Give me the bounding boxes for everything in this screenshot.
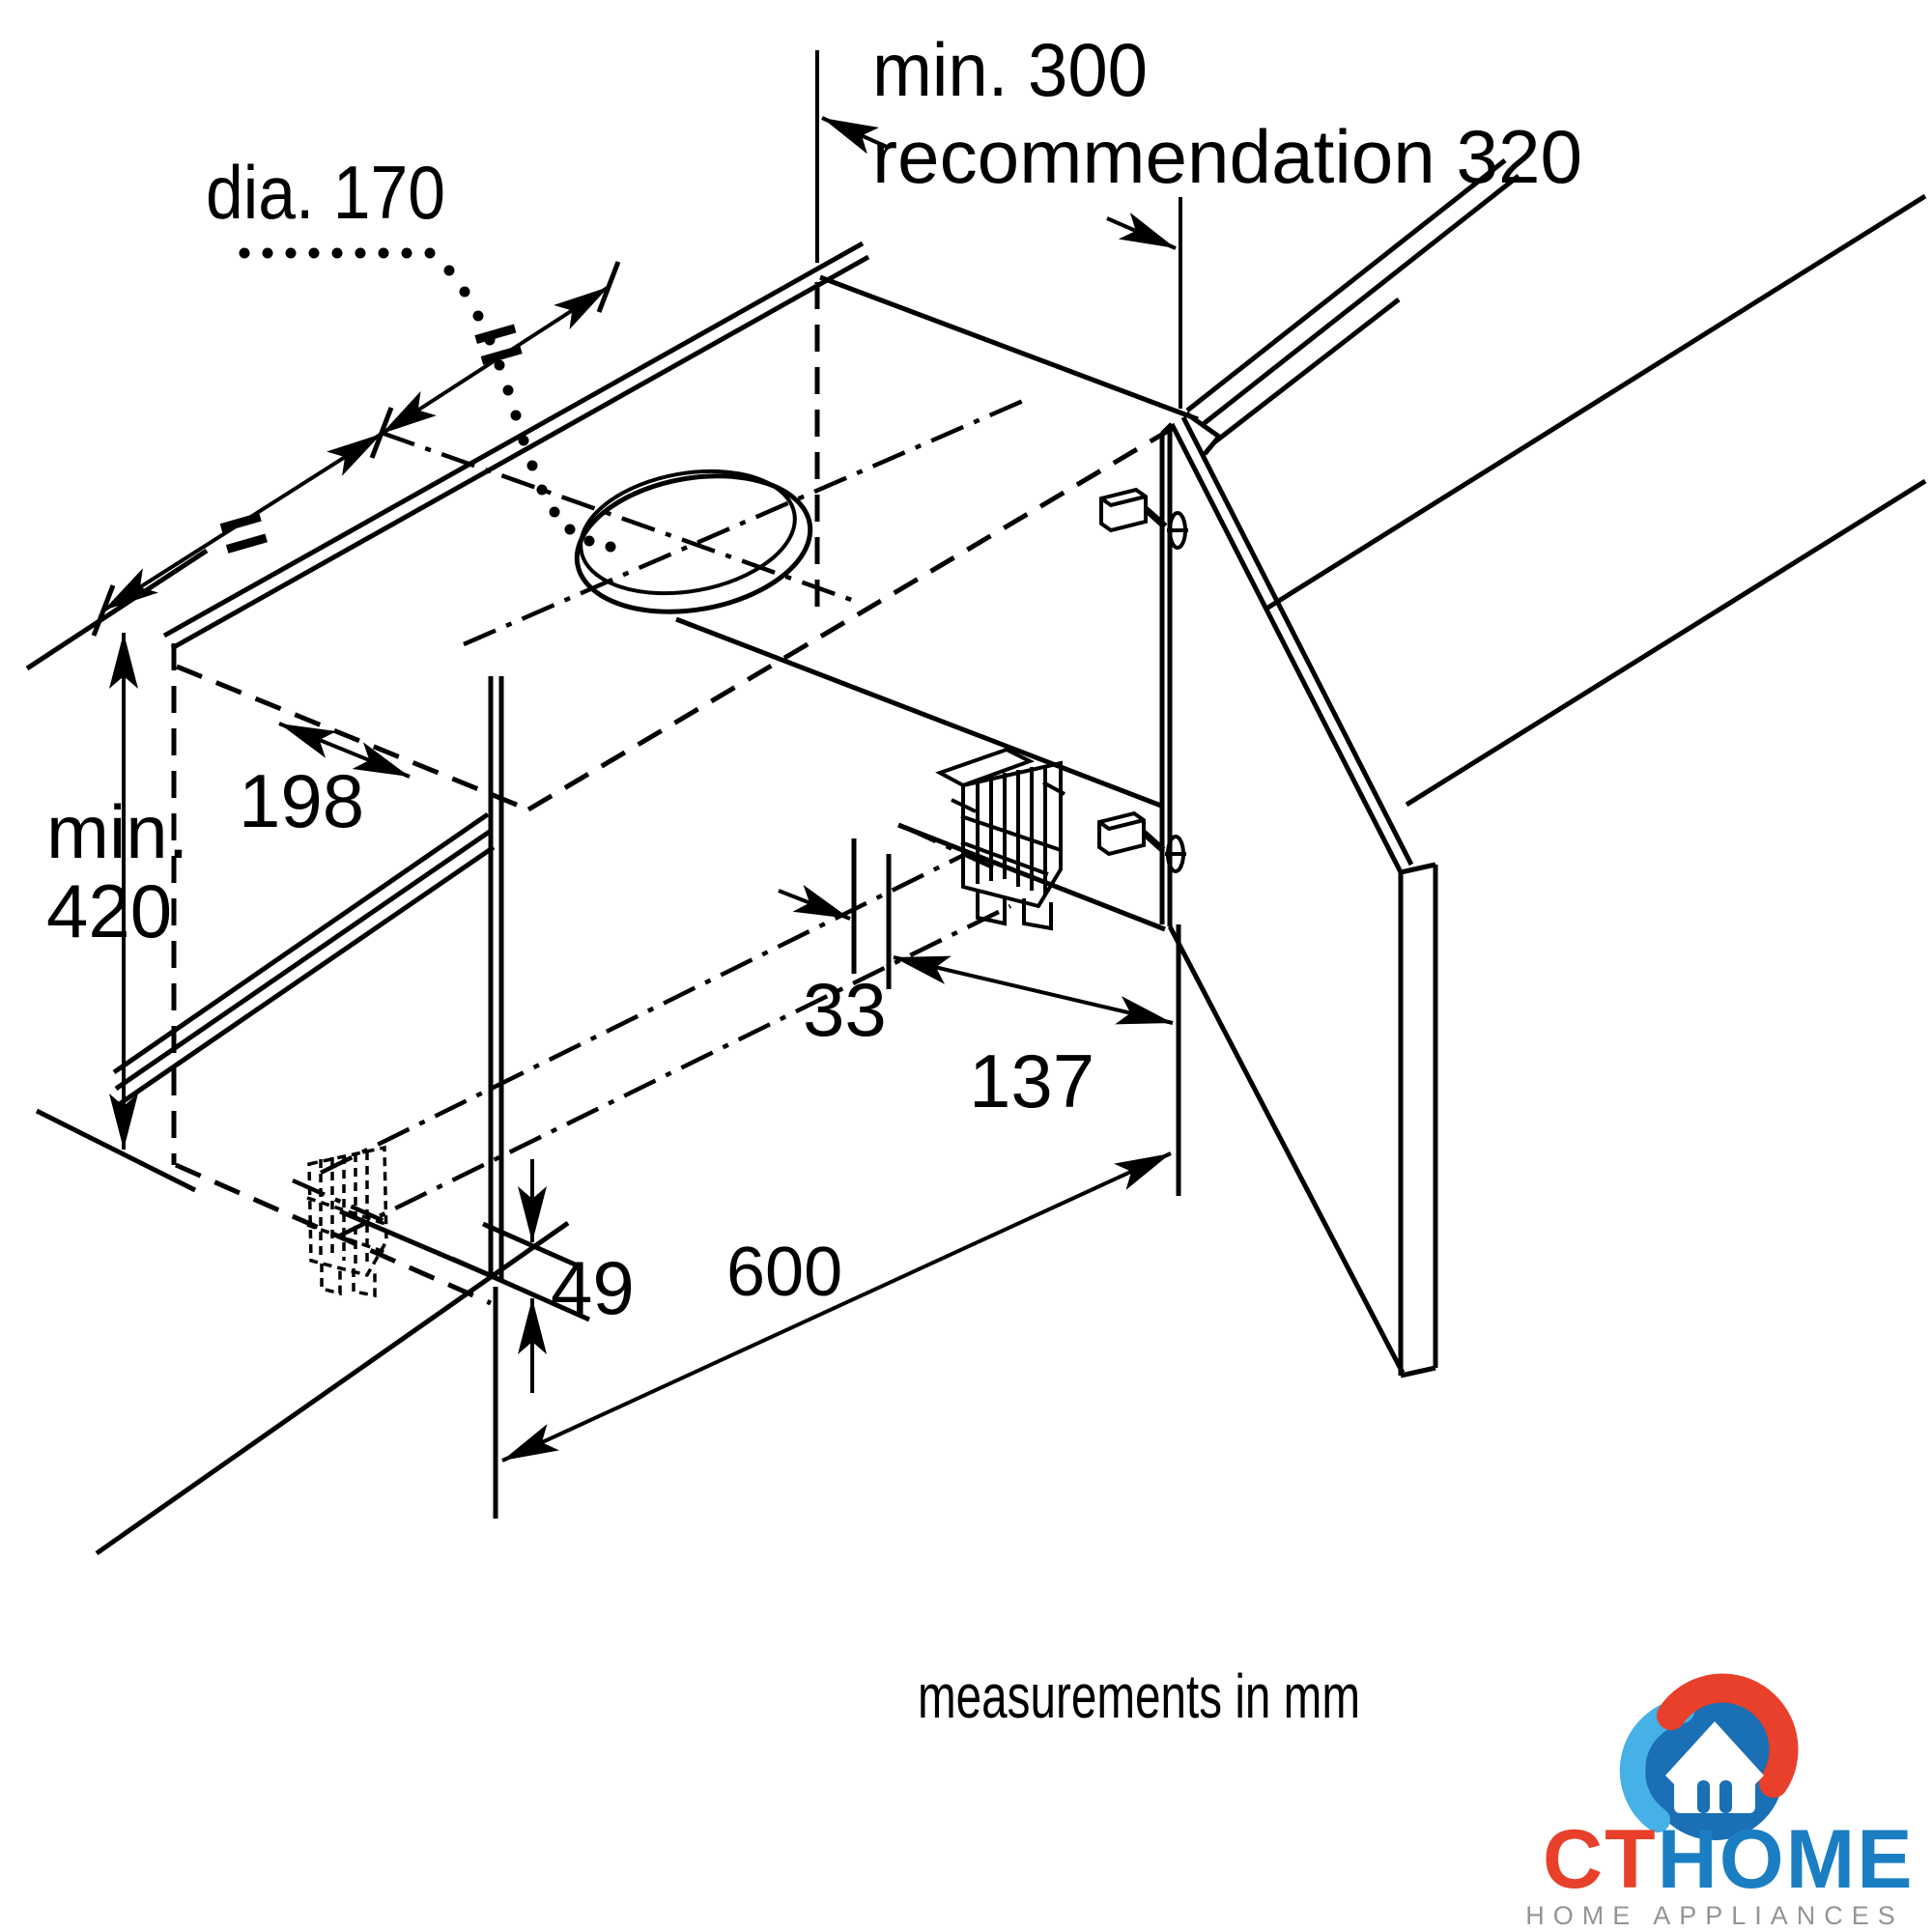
hinge-upper (1099, 487, 1188, 550)
label-min-300: min. 300 (872, 27, 1148, 112)
door-panel (1159, 415, 1438, 1378)
mounting-bracket-right (935, 747, 1065, 931)
dim-198 (278, 722, 411, 779)
dim-33 (778, 838, 892, 989)
dim-equal-centering (91, 261, 621, 637)
label-198: 198 (239, 758, 364, 843)
mounting-bracket-left (306, 1145, 389, 1298)
brand-tagline: HOME APPLIANCES (1525, 1901, 1904, 1930)
house-icon (1665, 1721, 1764, 1813)
label-min: min. (46, 789, 188, 874)
label-dia-170: dia. 170 (206, 150, 445, 235)
dim-600 (501, 1151, 1172, 1463)
label-420: 420 (46, 868, 172, 953)
center-lines (292, 395, 1031, 1239)
logo-emblem (1619, 1673, 1799, 1840)
label-recommendation-320: recommendation 320 (872, 114, 1582, 199)
units-note: measurements in mm (918, 1662, 1360, 1731)
dim-min-300 (815, 50, 1182, 409)
label-49: 49 (551, 1245, 635, 1330)
label-equal-left: = (208, 482, 278, 582)
brand-home: HOME (1658, 1813, 1915, 1906)
brand-logo: CTHOME HOME APPLIANCES (1525, 1673, 1915, 1930)
duct-hole (574, 469, 813, 614)
dim-137 (893, 924, 1181, 1196)
brand-wordmark: CTHOME (1543, 1813, 1915, 1906)
label-137: 137 (969, 1038, 1094, 1123)
hinge-lower (1097, 810, 1186, 873)
label-600: 600 (726, 1234, 842, 1311)
wall-lines (25, 158, 1927, 1556)
brand-ct: CT (1543, 1813, 1658, 1906)
label-33: 33 (803, 967, 887, 1052)
